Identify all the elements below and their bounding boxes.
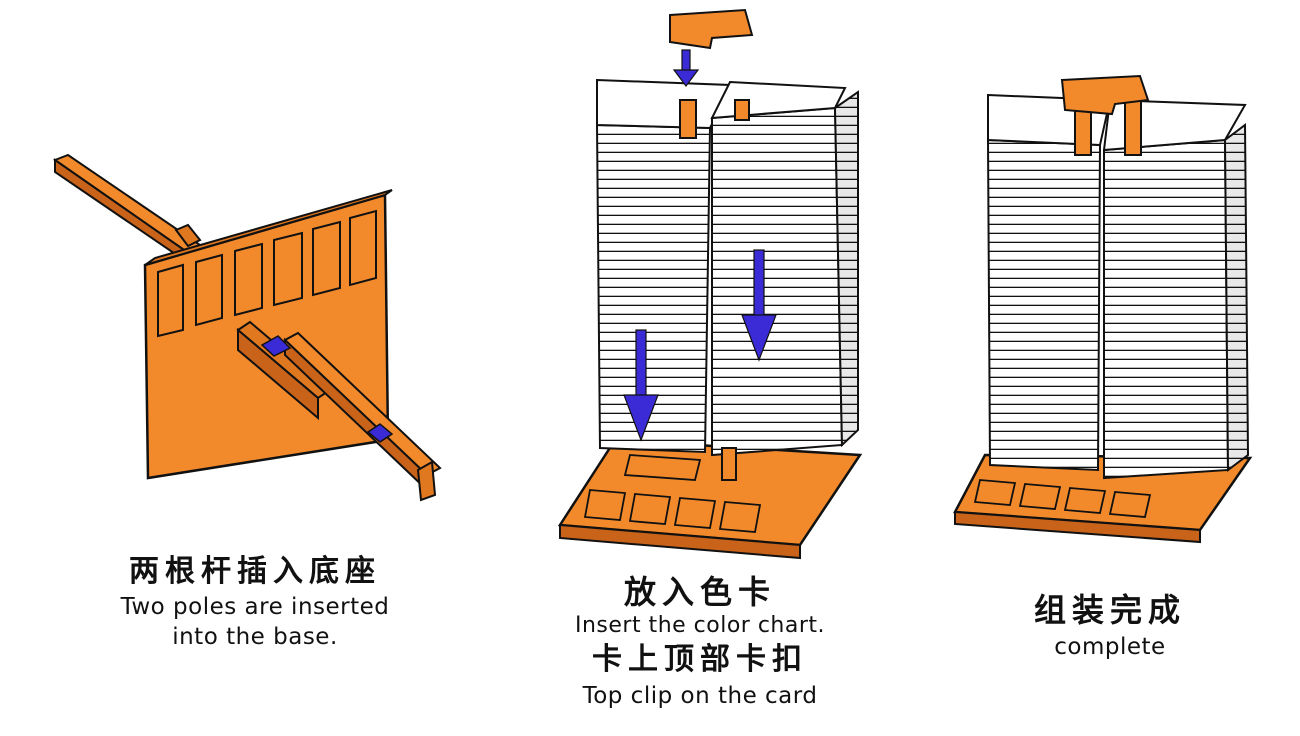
step1-title-en-line1: Two poles are inserted <box>120 594 390 620</box>
step1-title-en-line2: into the base. <box>172 624 338 650</box>
card-stack-left <box>986 138 1102 472</box>
step3-title-zh: 组装完成 <box>1033 591 1186 629</box>
pole-back <box>52 153 202 254</box>
arrow-icon <box>672 49 700 87</box>
step2-subtitle-zh: 卡上顶部卡扣 <box>592 642 808 677</box>
step2-title-en: Insert the color chart. <box>574 613 826 638</box>
top-clip <box>1060 74 1150 116</box>
arrow-icon <box>741 249 777 362</box>
step3-title-en: complete <box>1054 634 1166 660</box>
arrow-icon <box>260 335 292 357</box>
arrow-icon <box>623 329 659 442</box>
step1-illustration <box>52 153 442 502</box>
card-stack-right <box>711 106 844 457</box>
arrow-icon <box>366 423 394 443</box>
step2-illustration <box>557 8 863 560</box>
card-stack-right <box>1103 138 1230 480</box>
step1-title-zh: 两根杆插入底座 <box>129 554 381 589</box>
step3-illustration <box>953 74 1253 544</box>
step3-caption: 组装完成 complete <box>1010 588 1210 662</box>
step2-title-zh: 放入色卡 <box>623 573 776 611</box>
step2-subtitle-en: Top clip on the card <box>582 683 818 709</box>
step2-caption: 放入色卡 Insert the color chart. 卡上顶部卡扣 Top … <box>540 572 860 712</box>
top-clip <box>669 8 754 50</box>
step1-caption: 两根杆插入底座 Two poles are inserted into the … <box>80 552 430 652</box>
